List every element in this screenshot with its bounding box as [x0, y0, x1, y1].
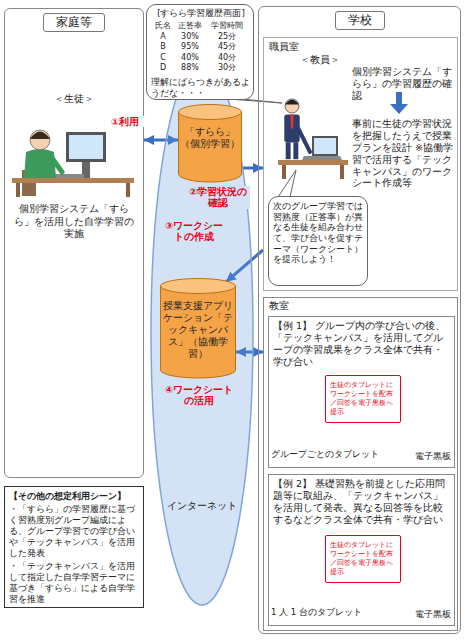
staff-room: 職員室＜教員＞ 個別学習システム「すらら」の学習履歴の確認事前に生徒の学習状況を把…	[263, 37, 458, 291]
table-cell: 95%	[175, 42, 205, 52]
example-text: 【例 2】 基礎習熟を前提とした応用問題等に取組み、「テックキャンパス」を活用し…	[273, 478, 450, 526]
note-item: ・「テックキャンパス」を活用して指定した自学学習テーマに基づき「すらら」による自…	[9, 561, 139, 605]
callout-box: 生徒のタブレットにワークシートを配布／回答を電子黒板へ提示	[325, 535, 401, 583]
database-cylinder: 「すらら」（個別学習）	[178, 104, 242, 182]
history-bubble: [すらら学習履歴画面] 氏名正答率学習時間 A30%25分 B95%45分 C40%40…	[146, 4, 254, 100]
edge-label: ①利用	[106, 116, 144, 127]
table-cell: 正答率	[175, 21, 205, 31]
app-cylinder: 授業支援アプリケーション「テックキャンパス」（協働学習）	[160, 278, 236, 378]
board-label: 電子黒板	[415, 609, 451, 620]
classroom: 教室【例 1】 グループ内の学び合いの後、「テックキャンパス」を活用してグループ…	[263, 297, 458, 631]
panel-heading: 学校	[335, 11, 385, 30]
example-text: 【例 1】 グループ内の学び合いの後、「テックキャンパス」を活用してグループの学…	[273, 320, 450, 368]
callout-box: 生徒のタブレットにワークシートを配布／回答を電子黒板へ提示	[325, 375, 401, 423]
flow-arrow	[390, 92, 408, 114]
panel-heading: 家庭等	[43, 13, 105, 32]
school-panel: 学校職員室＜教員＞ 個別学習システム「すらら」の学習履歴の確認事前に生徒の学習状況…	[258, 6, 461, 634]
table-cell: 氏名	[153, 21, 173, 31]
table-cell: 30分	[207, 63, 247, 73]
database-label: 「すらら」（個別学習）	[180, 126, 240, 150]
caption: 個別学習システム「すらら」を活用した自学学習の実施	[10, 203, 138, 241]
step-text: 個別学習システム「すらら」の学習履歴の確認	[352, 66, 456, 102]
student-illustration	[12, 130, 134, 197]
example-box: 【例 2】 基礎習熟を前提とした応用問題等に取組み、「テックキャンパス」を活用し…	[268, 474, 455, 626]
example-box: 【例 1】 グループ内の学び合いの後、「テックキャンパス」を活用してグループの学…	[268, 316, 455, 468]
table-cell: C	[153, 53, 173, 63]
role-label: ＜教員＞	[300, 54, 340, 67]
room-label: 職員室	[269, 41, 299, 54]
table-cell: A	[153, 32, 173, 42]
table-cell: 40%	[175, 53, 205, 63]
home-panel: 家庭等 ＜生徒＞ 個別学習システム「すらら」を活用した自学学習の実施	[4, 8, 144, 478]
role-label: ＜生徒＞	[5, 93, 143, 106]
callout-text: 生徒のタブレットにワークシートを配布／回答を電子黒板へ提示	[330, 380, 396, 416]
table-cell: B	[153, 42, 173, 52]
app-label: 授業支援アプリケーション「テックキャンパス」（協働学習）	[163, 300, 233, 359]
screen-title: [すらら学習履歴画面]	[151, 8, 251, 19]
speech-text: 次のグループ学習では習熟度（正答率）が異なる生徒を組み合わせて、学び合いを促すテ…	[273, 201, 363, 265]
step-text: 事前に生徒の学習状況を把握したうえで授業プランを設計 ※協働学習で活用する「テッ…	[352, 118, 456, 189]
board-label: 電子黒板	[415, 451, 451, 462]
speech-bubble: 次のグループ学習では習熟度（正答率）が異なる生徒を組み合わせて、学び合いを促すテ…	[268, 196, 368, 286]
callout-text: 生徒のタブレットにワークシートを配布／回答を電子黒板へ提示	[330, 540, 396, 576]
note-heading: 【その他の想定利用シーン】	[9, 491, 139, 502]
usage-note-box: 【その他の想定利用シーン】・「すらら」の学習履歴に基づく習熟度別グループ編成によ…	[4, 486, 144, 608]
tablet-label: 1 人 1 台のタブレット	[271, 607, 362, 618]
comment-text: 理解にばらつきがあるようだな・・・	[151, 77, 251, 98]
room-label: 教室	[269, 300, 289, 313]
table-cell: 学習時間	[207, 21, 247, 31]
bubble-tail	[278, 170, 296, 197]
cloud-label: インターネット	[150, 500, 254, 513]
table-cell: 30%	[175, 32, 205, 42]
table-cell: 88%	[175, 63, 205, 73]
table-cell: 40分	[207, 53, 247, 63]
tablet-label: グループごとのタブレット	[271, 449, 379, 460]
teacher-illustration	[278, 99, 348, 179]
note-item: ・「すらら」の学習履歴に基づく習熟度別グループ編成による、グループ学習での学び合…	[9, 504, 139, 559]
table-cell: D	[153, 63, 173, 73]
table-cell: 25分	[207, 32, 247, 42]
flow-connector	[242, 167, 263, 170]
table-cell: 45分	[207, 42, 247, 52]
internet-cloud: インターネット 「すらら」（個別学習） 授業支援アプリケーション「テックキャンパス」…	[150, 60, 254, 606]
